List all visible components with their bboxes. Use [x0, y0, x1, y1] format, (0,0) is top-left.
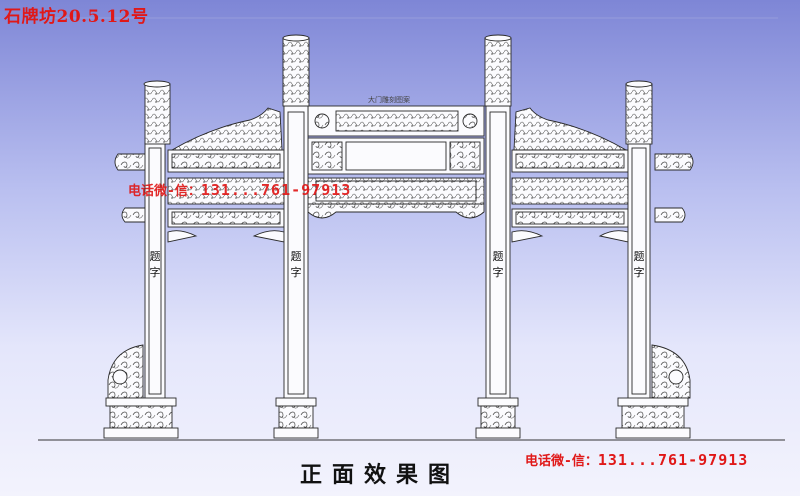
left-roof-ornament [170, 107, 283, 151]
page-title: 石牌坊20.5.12号 [4, 7, 149, 27]
left-carved-panel [167, 177, 285, 205]
contact-watermark-bottom: 电话微-信：131...761-97913 [525, 451, 749, 469]
pillar-1-base [103, 397, 179, 439]
pillar-3-inscription: 题 字 [492, 250, 504, 279]
pillar-3-top [484, 37, 512, 107]
pillar-2-base [273, 397, 319, 439]
contact-watermark-top: 电话微-信：131...761-97913 [128, 181, 352, 199]
pillar-1-top [144, 83, 171, 145]
pillar-4-top [625, 83, 653, 145]
pillar-2-top [282, 37, 310, 107]
right-carved-panel [511, 177, 629, 205]
pillar-4-inscription: 题 字 [633, 250, 645, 279]
pillar-2-inscription: 题 字 [290, 250, 302, 279]
pillar-1-inscription: 题 字 [149, 250, 161, 279]
view-caption: 正面效果图 [300, 463, 461, 488]
right-roof-ornament [513, 107, 628, 151]
left-drum-stone [107, 344, 144, 399]
pillar-3-base [475, 397, 521, 439]
pillar-4-base [615, 397, 691, 439]
panel-label: 大门雕刻图案 [368, 96, 410, 104]
